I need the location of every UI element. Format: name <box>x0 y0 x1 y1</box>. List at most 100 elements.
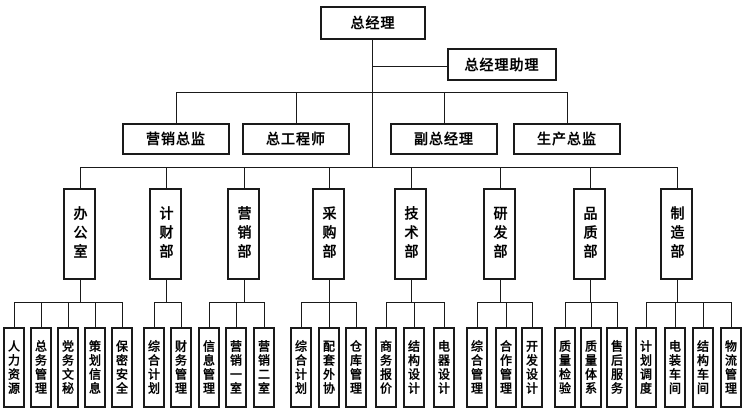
org-node-department-6-child-2: 售后服务 <box>606 327 628 408</box>
org-node-department-7-child-0-label: 计划调度 <box>638 339 653 396</box>
connector-line <box>500 167 501 188</box>
connector-line <box>590 167 591 188</box>
connector-line <box>329 167 330 188</box>
org-node-department-6-child-1-label: 质量体系 <box>583 339 598 396</box>
connector-line <box>41 302 42 327</box>
connector-line <box>122 302 123 327</box>
org-node-department-0-child-2-label: 党务文秘 <box>60 339 75 396</box>
org-node-department-3-child-1-label: 配套外协 <box>321 339 336 396</box>
org-node-director-0-label: 营销总监 <box>146 132 206 148</box>
org-node-director-0: 营销总监 <box>122 123 230 155</box>
connector-line <box>567 92 568 123</box>
connector-line <box>154 302 181 303</box>
org-node-department-2-child-2-label: 营销二室 <box>256 339 271 396</box>
org-node-department-3-child-0: 综合计划 <box>290 327 312 408</box>
org-node-assistant: 总经理助理 <box>447 48 557 81</box>
connector-line <box>372 66 447 67</box>
connector-line <box>386 302 444 303</box>
connector-line <box>677 167 678 188</box>
org-node-department-4-child-0: 商务报价 <box>375 327 397 408</box>
org-node-department-4-child-1-label: 结构设计 <box>406 339 421 396</box>
org-node-department-1: 计财部 <box>149 188 182 280</box>
connector-line <box>411 280 412 302</box>
org-node-department-0-child-4: 保密安全 <box>111 327 133 408</box>
connector-line <box>386 302 387 327</box>
connector-line <box>244 280 245 302</box>
org-node-director-2: 副总经理 <box>390 123 498 155</box>
org-node-department-7-child-3-label: 物流管理 <box>723 339 738 396</box>
org-node-root-label: 总经理 <box>350 16 396 32</box>
org-node-department-5-label: 研发部 <box>491 205 508 263</box>
connector-line <box>80 167 81 188</box>
connector-line <box>356 302 357 327</box>
org-node-department-4-child-1: 结构设计 <box>403 327 425 408</box>
connector-line <box>565 302 566 327</box>
org-node-department-0-child-0: 人力资源 <box>3 327 25 408</box>
org-node-department-4: 技术部 <box>394 188 427 280</box>
connector-line <box>68 302 69 327</box>
org-node-department-7: 制造部 <box>660 188 693 280</box>
connector-line <box>506 302 507 327</box>
org-node-department-1-child-0: 综合计划 <box>143 327 165 408</box>
connector-line <box>414 302 415 327</box>
org-node-department-0-child-1: 总务管理 <box>30 327 52 408</box>
org-node-department-1-child-1-label: 财务管理 <box>173 339 188 396</box>
org-node-director-2-label: 副总经理 <box>414 132 474 148</box>
connector-line <box>532 302 533 327</box>
org-node-department-5-child-1-label: 合作管理 <box>498 339 513 396</box>
org-node-root: 总经理 <box>320 6 426 40</box>
org-node-department-0-child-3-label: 策划信息 <box>87 339 102 396</box>
connector-line <box>591 302 592 327</box>
org-node-department-6-child-2-label: 售后服务 <box>609 339 624 396</box>
org-node-department-3-child-0-label: 综合计划 <box>293 339 308 396</box>
org-node-director-3: 生产总监 <box>513 123 621 155</box>
org-node-assistant-label: 总经理助理 <box>464 57 540 74</box>
org-node-department-0-child-0-label: 人力资源 <box>6 339 21 396</box>
org-node-department-5-child-0-label: 综合管理 <box>469 339 484 396</box>
connector-line <box>677 280 678 302</box>
connector-line <box>675 302 676 327</box>
connector-line <box>95 302 96 327</box>
connector-line <box>731 302 732 327</box>
connector-line <box>500 280 501 302</box>
connector-line <box>166 280 167 302</box>
org-node-department-7-child-1: 电装车间 <box>664 327 686 408</box>
org-node-department-5-child-0: 综合管理 <box>466 327 488 408</box>
org-node-department-7-child-2: 结构车间 <box>692 327 714 408</box>
connector-line <box>329 280 330 302</box>
connector-line <box>411 167 412 188</box>
org-node-director-1-label: 总工程师 <box>266 132 326 148</box>
org-node-department-5-child-2: 开发设计 <box>521 327 543 408</box>
connector-line <box>209 302 210 327</box>
connector-line <box>181 302 182 327</box>
connector-line <box>646 302 731 303</box>
connector-line <box>176 92 177 123</box>
org-node-department-4-label: 技术部 <box>402 205 419 263</box>
org-node-department-3-child-2-label: 仓库管理 <box>348 339 363 396</box>
connector-line <box>301 302 356 303</box>
org-node-department-0-label: 办公室 <box>71 205 88 263</box>
org-node-department-2-label: 营销部 <box>235 205 252 263</box>
org-node-department-1-child-0-label: 综合计划 <box>146 339 161 396</box>
org-node-department-6-child-0-label: 质量检验 <box>557 339 572 396</box>
org-node-department-4-child-2: 电器设计 <box>433 327 455 408</box>
org-node-department-0: 办公室 <box>63 188 96 280</box>
org-node-department-2-child-1: 营销一室 <box>225 327 247 408</box>
connector-line <box>477 302 478 327</box>
org-node-department-6-child-0: 质量检验 <box>554 327 576 408</box>
org-node-department-2: 营销部 <box>227 188 260 280</box>
connector-line <box>176 92 567 93</box>
org-node-department-3: 采购部 <box>312 188 345 280</box>
org-node-department-0-child-2: 党务文秘 <box>57 327 79 408</box>
org-node-department-7-child-0: 计划调度 <box>635 327 657 408</box>
org-node-department-5-child-2-label: 开发设计 <box>524 339 539 396</box>
org-node-department-4-child-2-label: 电器设计 <box>436 339 451 396</box>
org-node-department-3-child-1: 配套外协 <box>318 327 340 408</box>
org-node-department-6: 品质部 <box>573 188 606 280</box>
connector-line <box>617 302 618 327</box>
org-node-department-2-child-1-label: 营销一室 <box>228 339 243 396</box>
org-node-department-6-label: 品质部 <box>581 205 598 263</box>
org-node-department-5: 研发部 <box>483 188 516 280</box>
connector-line <box>372 40 373 167</box>
org-node-department-1-label: 计财部 <box>157 205 174 263</box>
